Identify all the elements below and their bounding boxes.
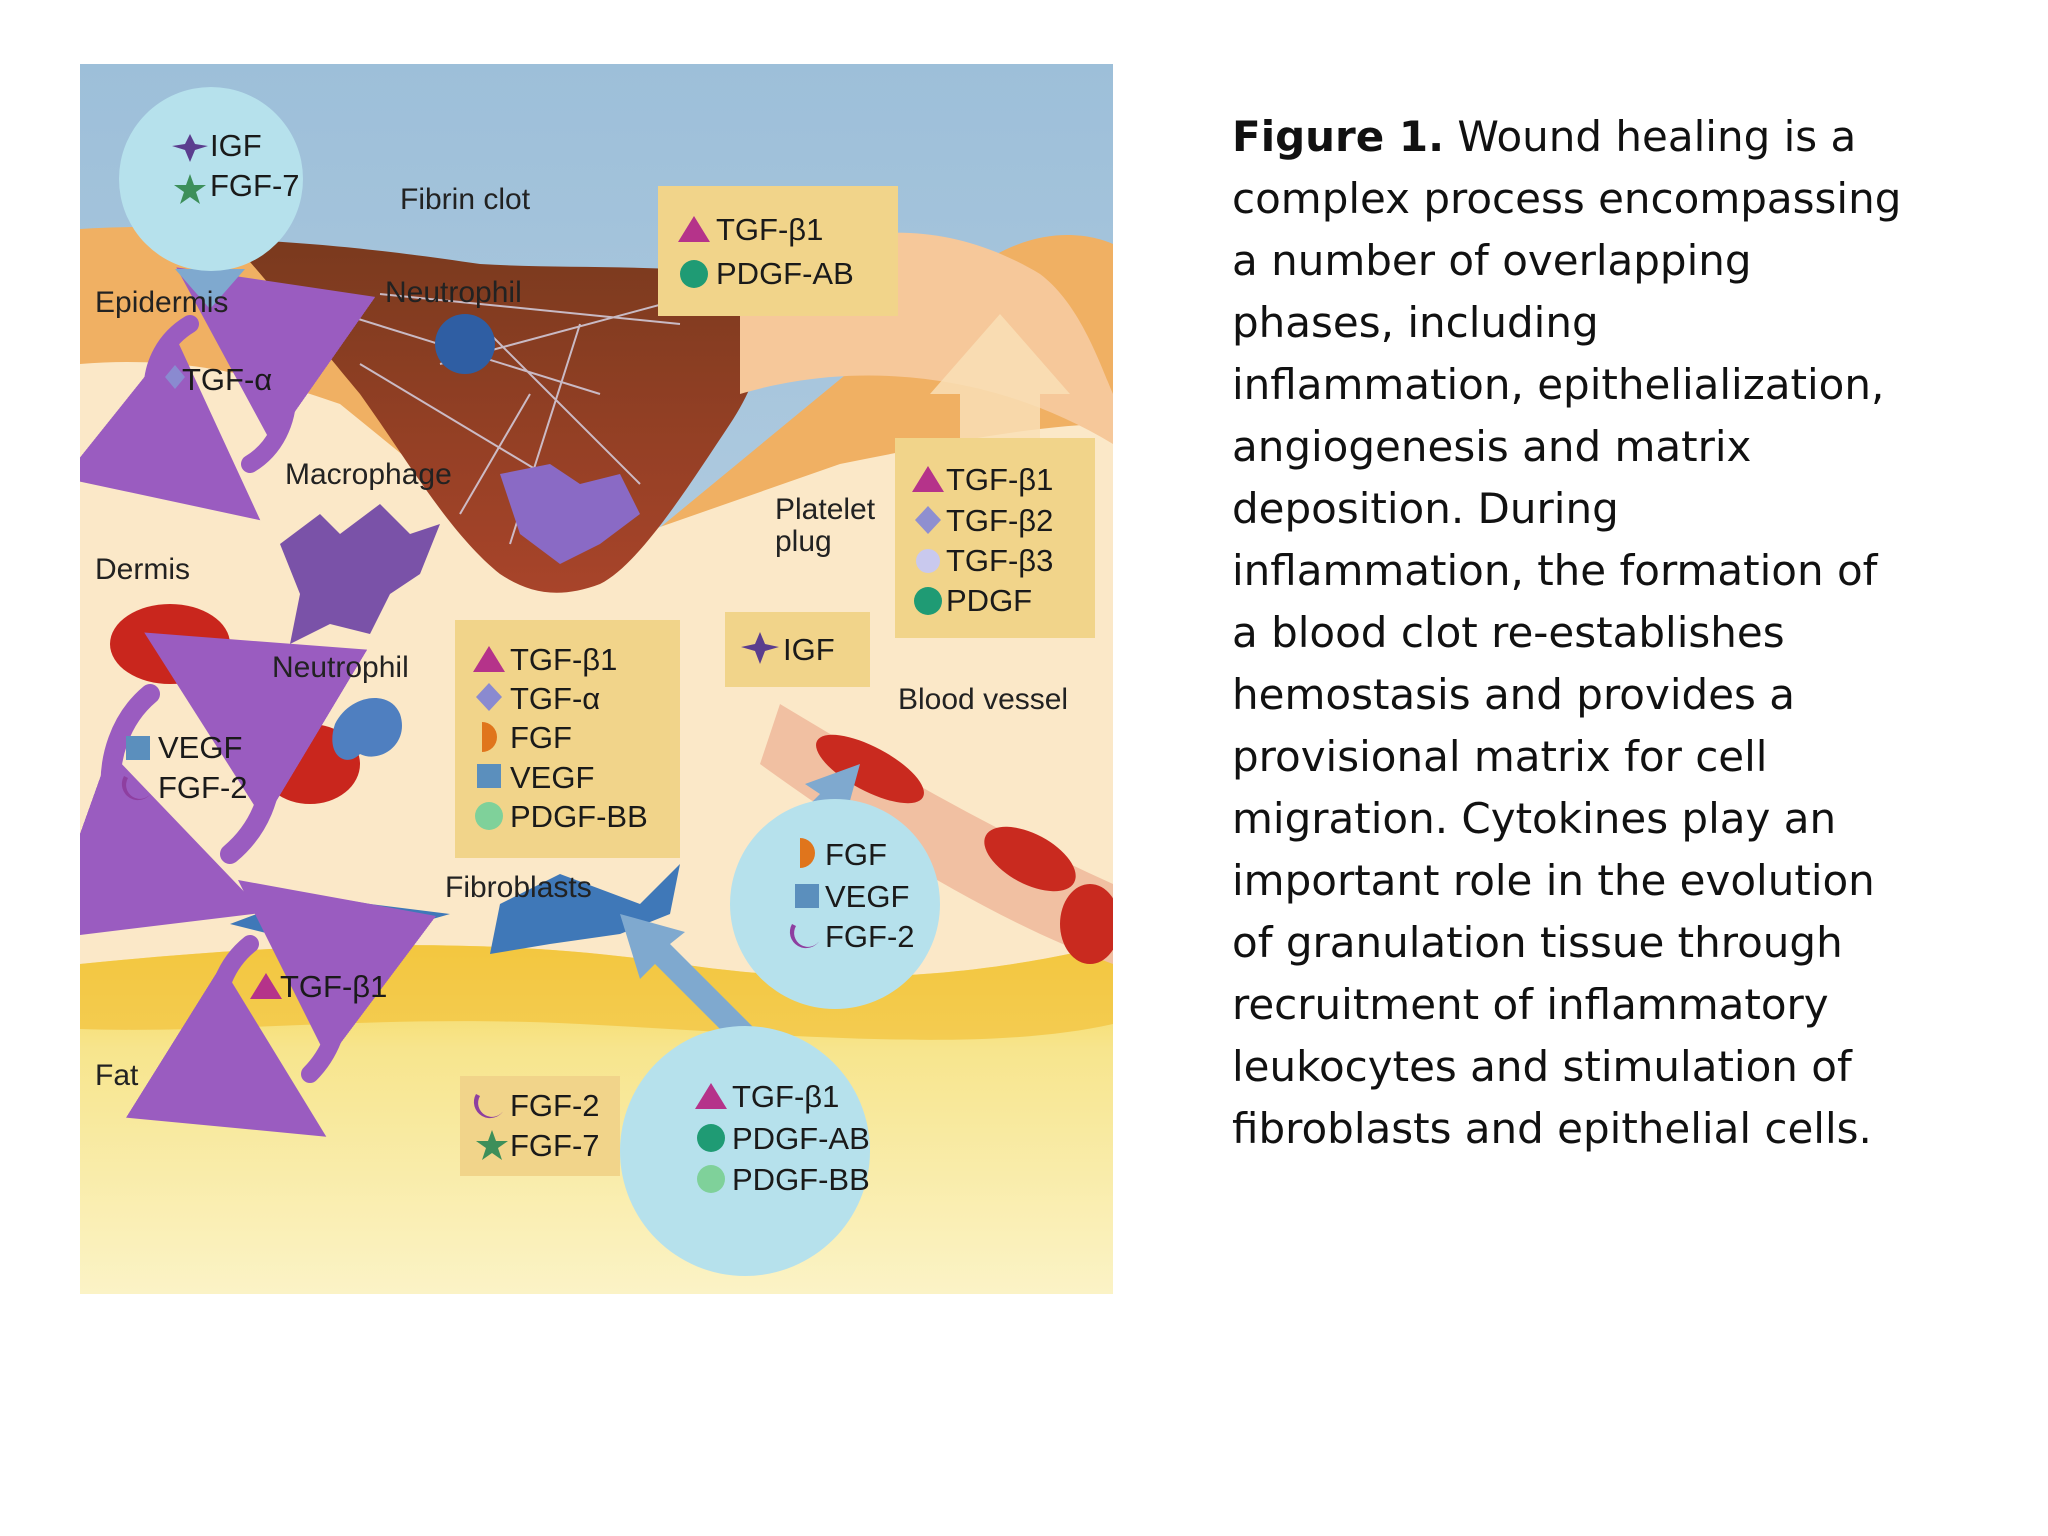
label-fibroblasts: Fibroblasts — [445, 871, 592, 904]
label-macrophage: Macrophage — [285, 458, 452, 491]
glyph-label: PDGF-AB — [732, 1121, 870, 1156]
glyph-label: TGF-β1 — [946, 462, 1053, 497]
glyph-label: TGF-α — [182, 362, 272, 397]
group-center-box: TGF-β1 TGF-α FGF VEGF PDGF-BB — [455, 620, 680, 858]
label-fibrin-clot: Fibrin clot — [400, 183, 531, 216]
vegf-icon — [477, 764, 501, 788]
glyph-label: TGF-β1 — [280, 969, 387, 1004]
glyph-label: FGF-7 — [510, 1128, 600, 1163]
glyph-label: FGF — [510, 720, 572, 755]
pdgf-ab-icon — [697, 1124, 725, 1152]
caption-heading: Figure 1. — [1232, 112, 1444, 161]
pdgf-bb-icon — [697, 1165, 725, 1193]
group-bottom-circle: TGF-β1 PDGF-AB PDGF-BB — [620, 1026, 870, 1276]
figure-caption: Figure 1. Wound healing is a complex pro… — [1232, 106, 1902, 1160]
glyph-label: TGF-α — [510, 681, 600, 716]
glyph-label: FGF — [825, 837, 887, 872]
glyph-label: PDGF-BB — [732, 1162, 870, 1197]
pdgf-bb-icon — [475, 802, 503, 830]
glyph-label: VEGF — [158, 730, 242, 765]
group-clot-box: TGF-β1 PDGF-AB — [658, 186, 898, 316]
glyph-label: FGF-7 — [210, 168, 300, 203]
group-platelet-box: TGF-β1 TGF-β2 TGF-β3 PDGF — [895, 438, 1095, 638]
glyph-label: FGF-2 — [158, 770, 248, 805]
rbc-dermis-1 — [110, 604, 230, 684]
glyph-label: FGF-2 — [825, 919, 915, 954]
glyph-label: PDGF — [946, 583, 1032, 618]
group-epidermis-loop: TGF-α — [165, 362, 272, 397]
glyph-label: PDGF-BB — [510, 799, 648, 834]
label-neutrophil-mid: Neutrophil — [272, 651, 409, 684]
label-epidermis: Epidermis — [95, 286, 228, 319]
glyph-label: IGF — [210, 128, 262, 163]
vegf-icon — [795, 884, 819, 908]
label-neutrophil-top: Neutrophil — [385, 276, 522, 309]
glyph-label: PDGF-AB — [716, 256, 854, 291]
glyph-label: TGF-β2 — [946, 503, 1053, 538]
pdgf-icon — [914, 587, 942, 615]
glyph-label: VEGF — [825, 879, 909, 914]
group-fat-box: FGF-2 FGF-7 — [460, 1076, 620, 1176]
label-blood-vessel: Blood vessel — [898, 683, 1068, 716]
glyph-label: VEGF — [510, 760, 594, 795]
label-dermis: Dermis — [95, 553, 190, 586]
group-top-left-circle: IGF FGF-7 — [119, 87, 303, 271]
glyph-label: TGF-β3 — [946, 543, 1053, 578]
glyph-label: FGF-2 — [510, 1088, 600, 1123]
pdgf-ab-icon — [680, 260, 708, 288]
group-vessel-circle: FGF VEGF FGF-2 — [730, 799, 940, 1009]
tgf-b3-icon — [916, 549, 940, 573]
label-platelet-plug-line2: plug — [775, 525, 832, 558]
group-igf-box: IGF — [725, 612, 870, 687]
glyph-label: TGF-β1 — [510, 642, 617, 677]
neutrophil-clot — [435, 314, 495, 374]
caption-body: Wound healing is a complex process encom… — [1232, 112, 1901, 1153]
wound-healing-diagram: IGF FGF-7 TGF-α TGF-β1 PDGF-AB TGF-β1 TG… — [80, 64, 1113, 1294]
label-fat: Fat — [95, 1059, 139, 1092]
glyph-label: TGF-β1 — [732, 1079, 839, 1114]
glyph-label: TGF-β1 — [716, 212, 823, 247]
label-platelet-plug-line1: Platelet — [775, 493, 876, 526]
vegf-icon — [126, 736, 150, 760]
glyph-label: IGF — [783, 632, 835, 667]
